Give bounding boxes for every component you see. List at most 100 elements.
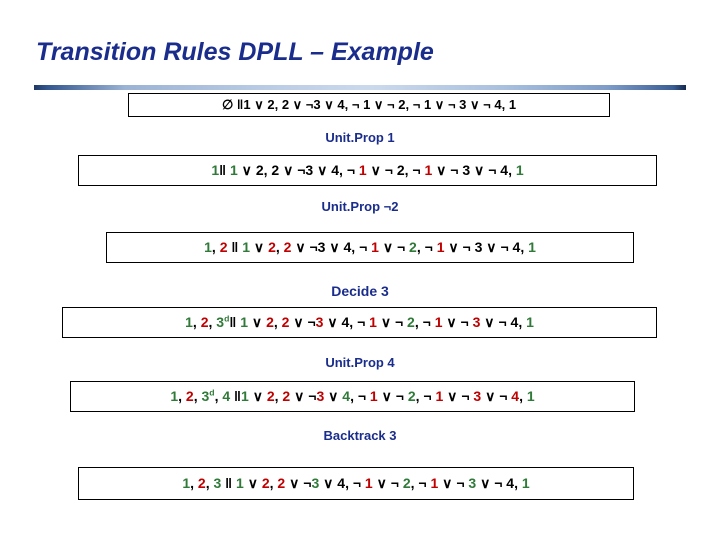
formula-token: ∨ xyxy=(372,475,391,491)
formula-token: 4 xyxy=(512,239,521,255)
state-formula: 1, 2, 3d‖ 1 ∨ 2, 2 ∨ ¬3 ∨ 4, ¬ 1 ∨ ¬ 2, … xyxy=(63,308,656,337)
formula-token: ¬ xyxy=(297,162,306,178)
formula-token: ∅ xyxy=(221,97,234,112)
formula-token: , xyxy=(350,388,358,404)
formula-token: 4 xyxy=(494,97,502,112)
formula-token: , xyxy=(520,239,529,255)
formula-token: , xyxy=(349,314,358,330)
formula-token: ∨ xyxy=(366,162,385,178)
formula-token: , xyxy=(508,162,516,178)
formula-token: ¬ xyxy=(352,475,365,491)
formula-token: 1 xyxy=(363,97,371,112)
formula-token: , xyxy=(414,314,423,330)
formula-token: ∨ xyxy=(313,162,332,178)
formula-token: 3 xyxy=(459,97,467,112)
formula-token: 2 xyxy=(261,475,270,491)
formula-token: ∨ xyxy=(482,239,501,255)
formula-token: ∨ xyxy=(444,239,463,255)
formula-token: ¬ xyxy=(412,162,425,178)
formula-token: ∨ xyxy=(481,388,500,404)
formula-token: 3 xyxy=(472,314,481,330)
formula-token: 4 xyxy=(337,97,345,112)
formula-token: 3 xyxy=(473,388,482,404)
formula-token: ∨ xyxy=(291,239,310,255)
formula-token: , xyxy=(269,475,278,491)
formula-token: 2 xyxy=(255,162,264,178)
formula-token: 2 xyxy=(266,388,275,404)
formula-token: ∨ xyxy=(324,388,343,404)
formula-token: 2 xyxy=(200,314,209,330)
state-formula: 1‖ 1 ∨ 2, 2 ∨ ¬3 ∨ 4, ¬ 1 ∨ ¬ 2, ¬ 1 ∨ ¬… xyxy=(79,156,656,185)
formula-token: ¬ xyxy=(423,388,436,404)
formula-token: 1 xyxy=(528,239,536,255)
formula-token: ¬ xyxy=(499,388,512,404)
formula-token: 1 xyxy=(515,162,524,178)
formula-token: ∨ xyxy=(279,162,298,178)
formula-token: 1 xyxy=(526,388,535,404)
formula-token: 2 xyxy=(268,239,276,255)
formula-token: , xyxy=(275,239,284,255)
formula-token: ¬ xyxy=(422,314,435,330)
formula-token: 4 xyxy=(500,162,509,178)
formula-token: 1 xyxy=(424,162,433,178)
formula-token: 3 xyxy=(313,97,321,112)
formula-token: 2 xyxy=(396,162,405,178)
formula-token: 2 xyxy=(402,475,411,491)
formula-token: ∨ xyxy=(432,162,451,178)
formula-token: ¬ xyxy=(418,475,431,491)
formula-token: , xyxy=(274,388,283,404)
formula-token: 3 xyxy=(213,475,222,491)
formula-token: 1 xyxy=(521,475,530,491)
formula-token: 2 xyxy=(283,239,292,255)
formula-token: ¬ xyxy=(456,475,469,491)
formula-token: 1 xyxy=(364,475,373,491)
formula-token: ¬ xyxy=(498,314,511,330)
formula-token: ¬ xyxy=(387,97,399,112)
state-formula: 1, 2, 3 ‖ 1 ∨ 2, 2 ∨ ¬3 ∨ 4, ¬ 1 ∨ ¬ 2, … xyxy=(79,468,633,499)
formula-token: ‖ xyxy=(229,314,237,330)
formula-token: 1 xyxy=(243,97,251,112)
formula-token: 1 xyxy=(241,388,249,404)
formula-token: 4 xyxy=(506,475,515,491)
formula-token: 3 xyxy=(311,475,320,491)
formula-token: , xyxy=(193,388,202,404)
formula-token: 2 xyxy=(271,162,280,178)
formula-token: ∨ xyxy=(376,314,395,330)
formula-token: , xyxy=(351,239,360,255)
formula-token: ¬ xyxy=(412,97,424,112)
formula-token: ¬ xyxy=(309,239,318,255)
formula-token: 1 xyxy=(211,162,220,178)
formula-token: ∨ xyxy=(237,162,256,178)
formula-token: ‖ xyxy=(219,162,227,178)
formula-token: , xyxy=(211,239,220,255)
derivation-state-row: ∅ ‖1 ∨ 2, 2 ∨ ¬3 ∨ 4, ¬ 1 ∨ ¬ 2, ¬ 1 ∨ ¬… xyxy=(128,93,610,117)
formula-token: 2 xyxy=(197,475,206,491)
formula-token: ∨ xyxy=(443,388,462,404)
formula-token: ∨ xyxy=(480,314,499,330)
formula-token: , xyxy=(274,97,282,112)
formula-token: 2 xyxy=(409,239,417,255)
formula-token: 4 xyxy=(341,314,350,330)
formula-token: ‖ xyxy=(230,388,242,404)
formula-token: , xyxy=(518,314,527,330)
derivation-state-row: 1, 2, 3d‖ 1 ∨ 2, 2 ∨ ¬3 ∨ 4, ¬ 1 ∨ ¬ 2, … xyxy=(62,307,657,338)
formula-token: 1 xyxy=(236,475,244,491)
formula-token: 4 xyxy=(342,388,351,404)
formula-token: 1 xyxy=(369,388,378,404)
formula-token: ∨ xyxy=(250,239,269,255)
page-title: Transition Rules DPLL – Example xyxy=(36,38,434,66)
formula-token: ¬ xyxy=(424,239,437,255)
formula-token: 4 xyxy=(343,239,352,255)
formula-token: ∨ xyxy=(285,475,304,491)
formula-token: , xyxy=(514,475,522,491)
formula-token: , xyxy=(344,97,352,112)
formula-token: , xyxy=(178,388,186,404)
formula-token: , xyxy=(208,314,217,330)
formula-token: 1 xyxy=(508,97,517,112)
formula-token: ∨ xyxy=(466,97,484,112)
formula-token: 1 xyxy=(436,239,445,255)
formula-token: 3 xyxy=(474,239,483,255)
formula-token: 2 xyxy=(282,388,291,404)
formula-token: ¬ xyxy=(494,475,507,491)
